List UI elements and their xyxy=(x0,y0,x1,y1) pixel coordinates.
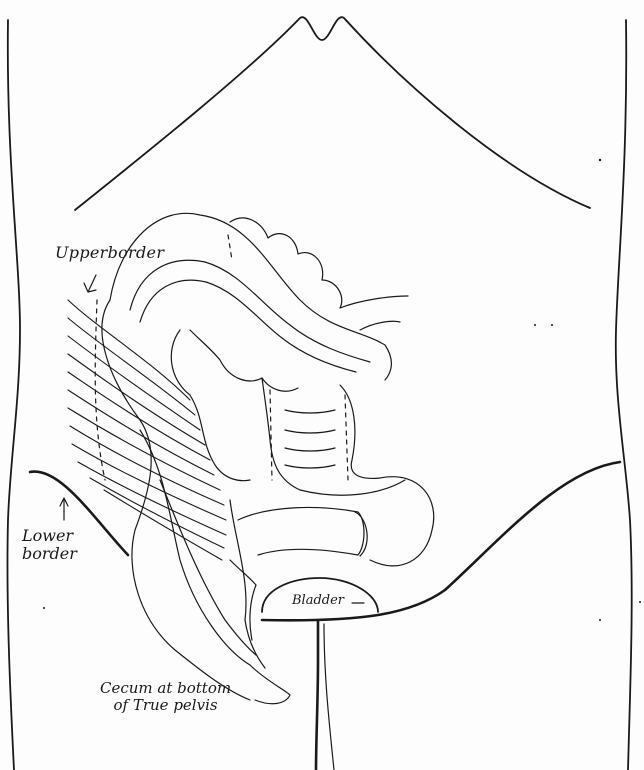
dashed-line-right xyxy=(345,395,348,480)
right-flank-outline xyxy=(616,20,632,770)
sigmoid-tube xyxy=(238,507,364,555)
dashed-line-center xyxy=(270,390,272,480)
cecum-inner-2 xyxy=(160,480,256,655)
colon-upper-inner-2 xyxy=(140,280,356,372)
bladder-label: Bladder xyxy=(292,594,344,609)
lower-border-arrow xyxy=(60,498,68,520)
cecum-label: Cecum at bottom of True pelvis xyxy=(100,680,231,715)
cecum-curl xyxy=(230,560,256,640)
upper-border-label: Upperborder xyxy=(55,244,164,262)
colon-haustra-top xyxy=(230,218,342,308)
pubic-line xyxy=(316,620,318,770)
upper-border-arrow xyxy=(84,275,96,292)
pubic-line-2 xyxy=(324,624,334,770)
colon-haustra-right xyxy=(340,296,408,308)
colon-loop-bumps xyxy=(190,330,298,391)
sigmoid-outer xyxy=(340,385,434,566)
ascending-colon-outer xyxy=(102,300,250,700)
colon-haustra-right-2 xyxy=(360,321,400,330)
colon-upper-outer xyxy=(110,213,391,380)
colon-rungs xyxy=(285,410,335,468)
specks xyxy=(43,159,641,621)
costal-margin xyxy=(75,17,590,210)
cecum-bottom xyxy=(250,665,290,704)
dashed-line-top xyxy=(228,235,232,260)
lower-border-label: Lower border xyxy=(22,527,77,564)
cecum-right xyxy=(230,500,265,668)
colon-upper-inner-1 xyxy=(130,260,370,362)
left-flank-outline xyxy=(7,20,20,770)
